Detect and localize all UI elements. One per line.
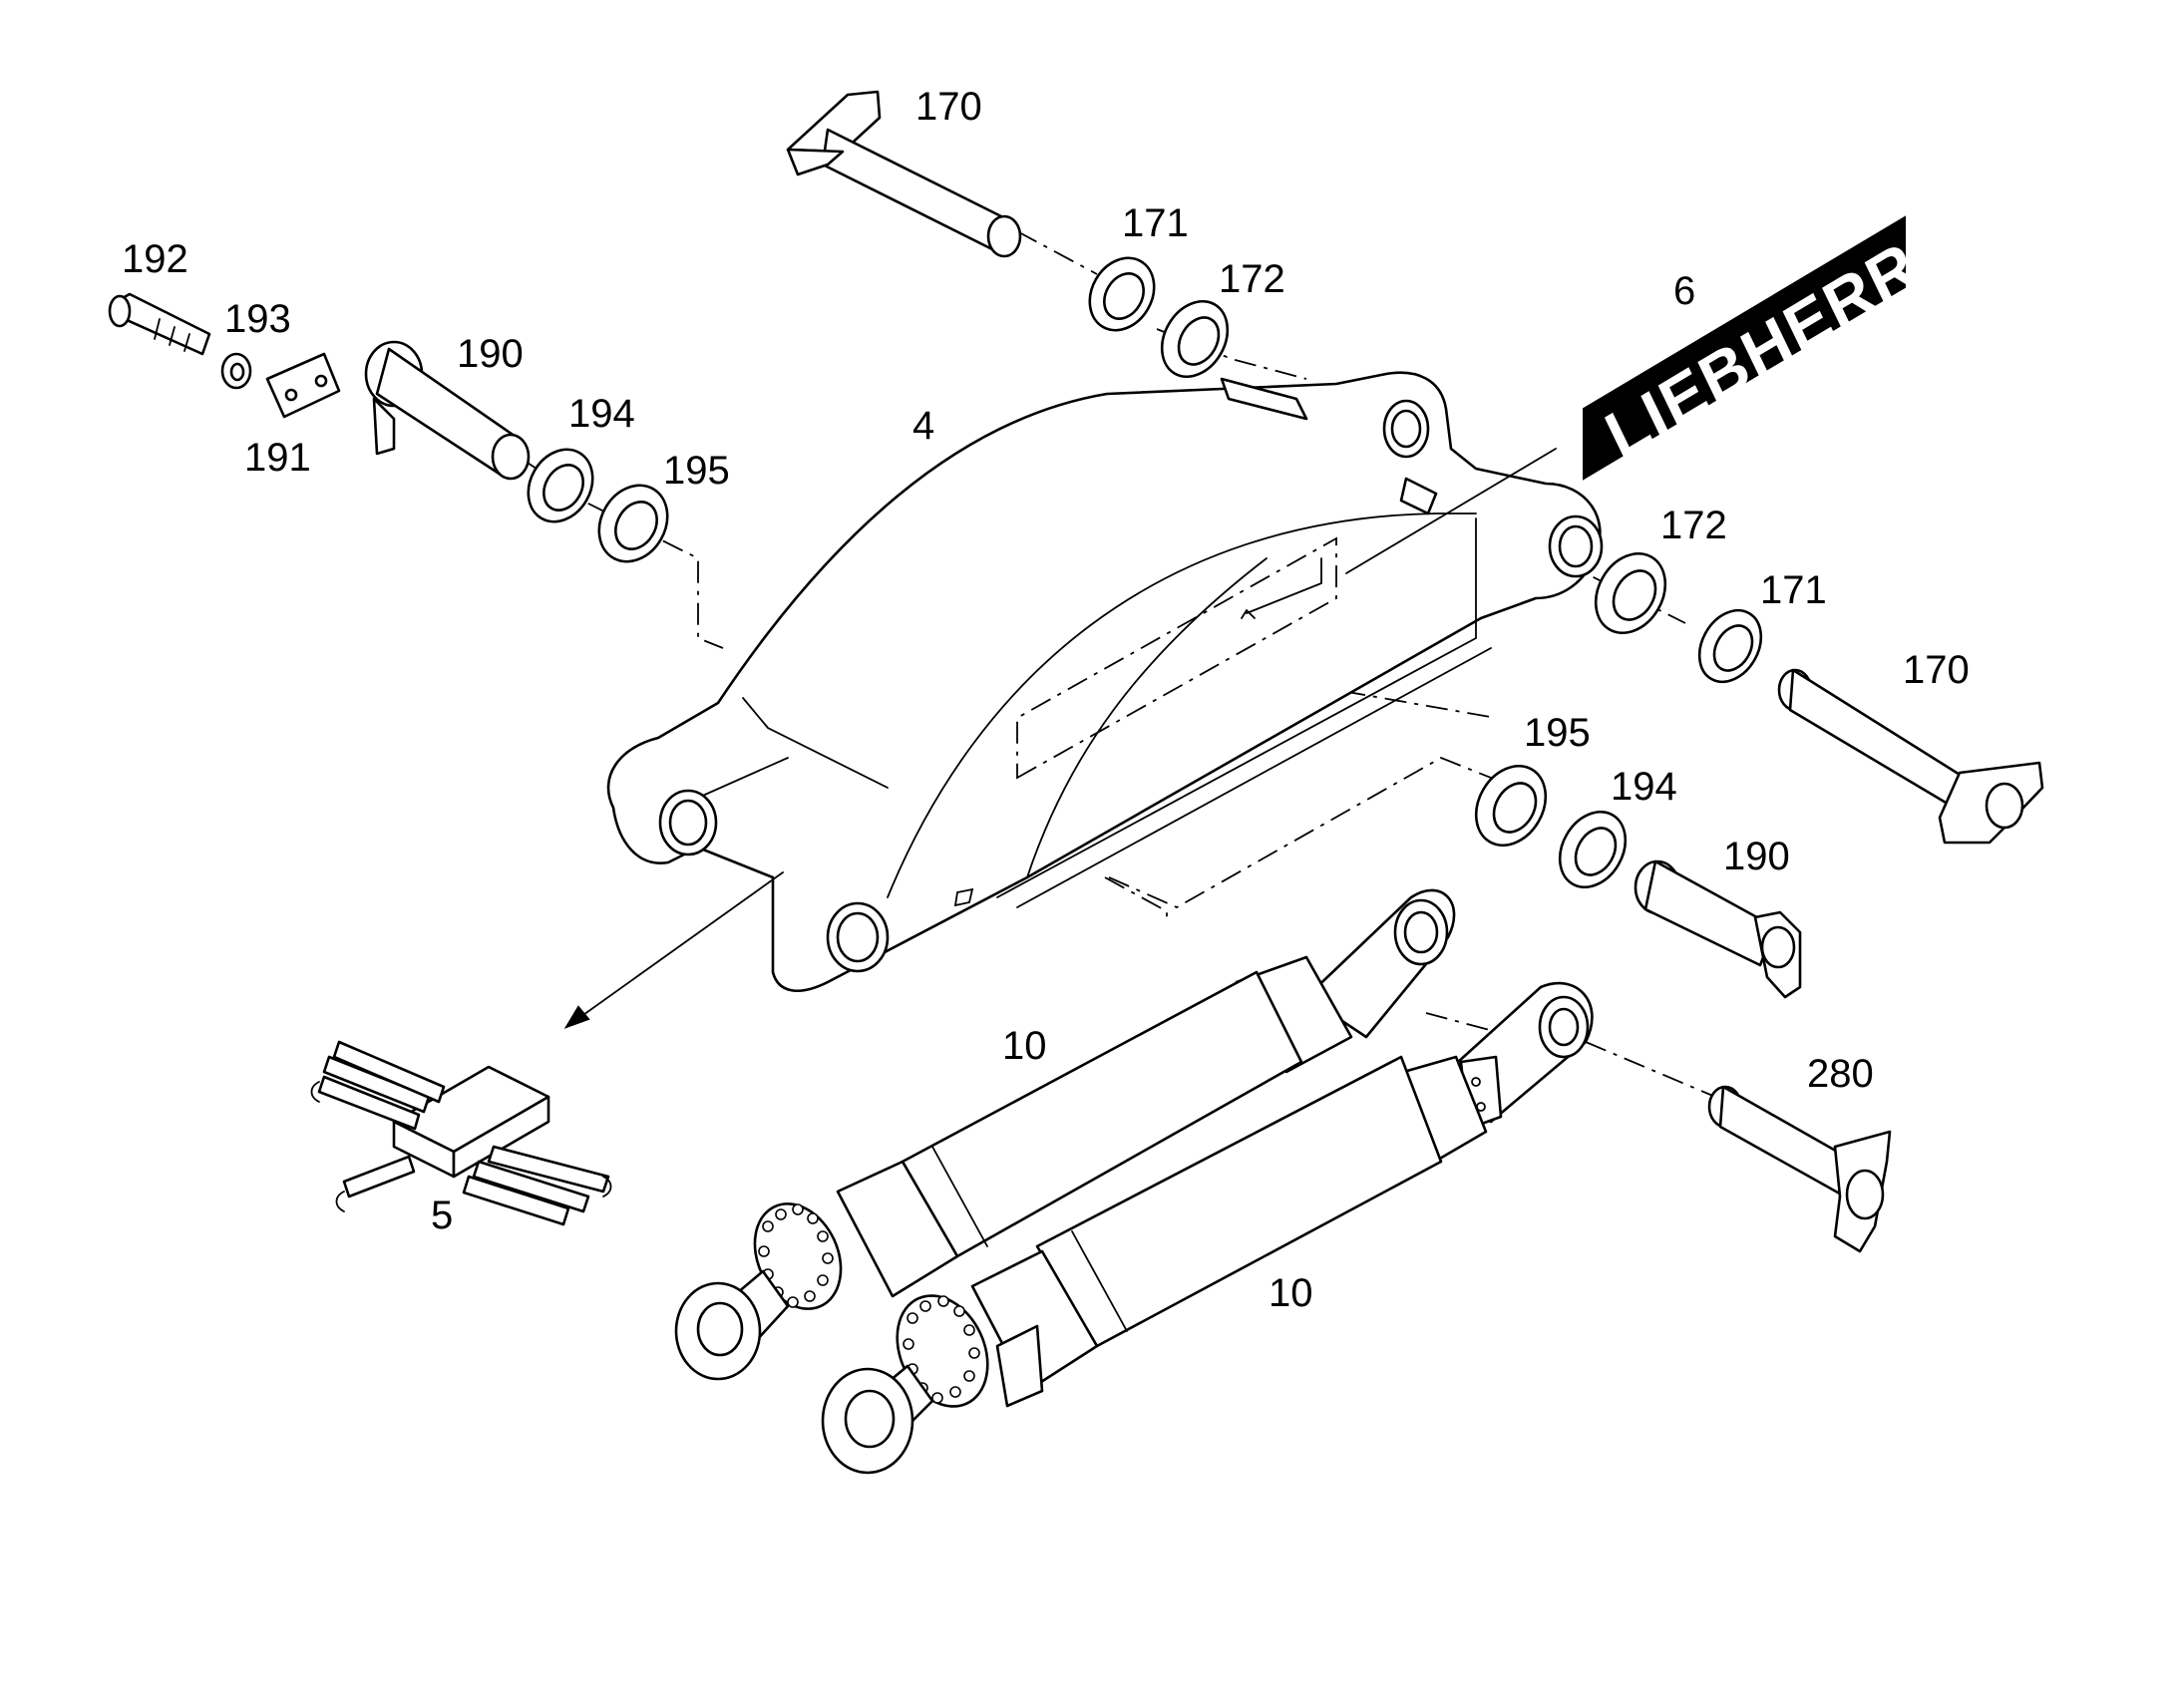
callout-170-right: 170 <box>1903 648 1970 692</box>
callout-195-right: 195 <box>1524 711 1591 755</box>
boom-frame-4 <box>606 371 1604 992</box>
bolt-192 <box>108 292 211 356</box>
logo-text: LIEBHERR <box>1595 227 1930 475</box>
washer-193 <box>220 352 252 390</box>
callout-172-top: 172 <box>1219 257 1285 301</box>
callout-171-right: 171 <box>1760 568 1827 612</box>
cylinder-10-lower <box>821 981 1594 1475</box>
washer-171-right <box>1697 608 1763 684</box>
washer-195-left <box>597 484 669 563</box>
callout-171-top: 171 <box>1122 201 1189 245</box>
callout-5: 5 <box>431 1194 453 1237</box>
callout-194-left: 194 <box>568 392 635 436</box>
pin-190-right <box>1634 859 1802 999</box>
callout-170-top: 170 <box>915 85 982 129</box>
washer-194-left <box>527 448 594 523</box>
callout-193: 193 <box>224 297 291 341</box>
plate-191 <box>265 352 341 419</box>
callout-191: 191 <box>244 436 311 480</box>
callout-280: 280 <box>1807 1052 1874 1096</box>
callout-4: 4 <box>912 404 934 448</box>
callout-172-right: 172 <box>1660 504 1727 547</box>
pin-170-top <box>786 90 1022 258</box>
callout-190-left: 190 <box>457 332 524 376</box>
pin-170-right <box>1777 668 2044 845</box>
callout-195-left: 195 <box>663 449 730 493</box>
callout-6: 6 <box>1673 269 1695 313</box>
callout-194-right: 194 <box>1611 765 1677 809</box>
washer-195-right <box>1474 764 1548 848</box>
washer-194-right <box>1558 810 1628 889</box>
callout-190-right: 190 <box>1723 835 1790 878</box>
callout-10-upper: 10 <box>1002 1024 1047 1068</box>
washer-172-right <box>1594 551 1667 635</box>
valve-block-5 <box>310 871 784 1226</box>
callout-labels: 170 171 172 6 192 193 190 191 194 195 4 … <box>122 85 1970 1315</box>
callout-192: 192 <box>122 237 188 281</box>
pin-190-left <box>364 340 531 481</box>
washer-171-top <box>1088 256 1156 332</box>
pin-280 <box>1707 1085 1892 1253</box>
callout-10-lower: 10 <box>1269 1271 1313 1315</box>
cylinder-10-upper <box>674 888 1456 1381</box>
washer-172-top <box>1160 299 1230 379</box>
